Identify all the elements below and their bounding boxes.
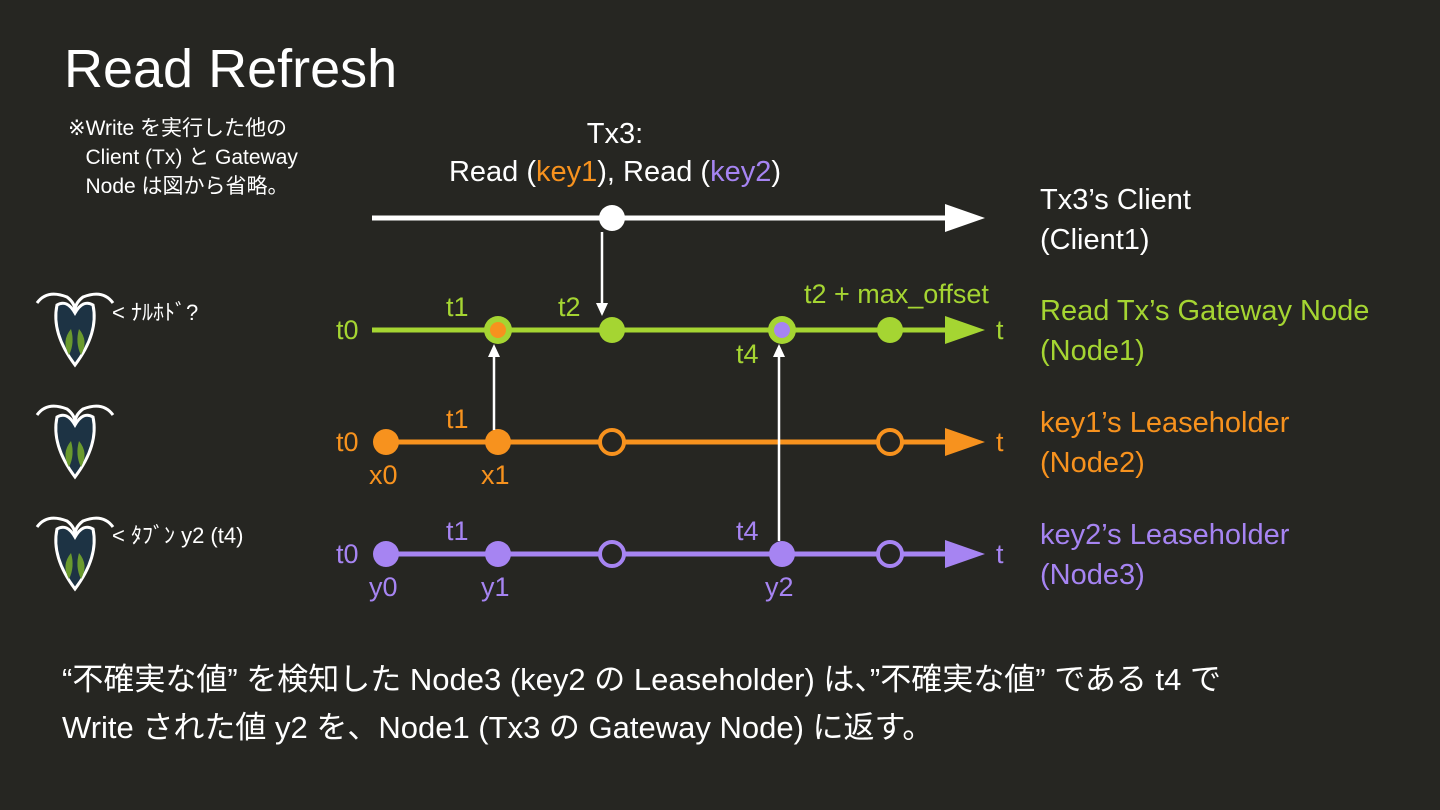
node3-start: t0 xyxy=(336,539,359,569)
node3-lane-label: key2’s Leaseholder (Node3) xyxy=(1040,515,1289,595)
node1-x1-value xyxy=(490,322,506,338)
node1-start: t0 xyxy=(336,315,359,345)
client-lane-label: Tx3’s Client (Client1) xyxy=(1040,180,1191,260)
node3-y0-point xyxy=(373,541,399,567)
node3-empty-max xyxy=(876,540,904,568)
node1-end: t xyxy=(996,315,1004,345)
node1-sub: (Node1) xyxy=(1040,335,1145,367)
explanation-line-1: “不確実な値” を検知した Node3 (key2 の Leaseholder)… xyxy=(62,662,1221,697)
cockroach-mascot-icon xyxy=(35,516,115,592)
node2-sub: (Node2) xyxy=(1040,447,1145,479)
key2-label: key2 xyxy=(710,156,772,188)
node1-y2-value xyxy=(774,322,790,338)
node1-name: Read Tx’s Gateway Node xyxy=(1040,295,1370,327)
omission-note: ※Write を実行した他の Client (Tx) と Gateway Nod… xyxy=(68,117,298,198)
node1-max-offset-label: t2 + max_offset xyxy=(804,279,989,309)
node3-y2-label: y2 xyxy=(765,572,794,602)
client-timeline xyxy=(372,204,985,232)
node1-t1-label: t1 xyxy=(446,292,469,322)
cockroach-mascot-icon xyxy=(35,404,115,480)
node2-empty-t2 xyxy=(598,428,626,456)
node3-y1-point xyxy=(485,541,511,567)
node3-timeline xyxy=(373,540,985,568)
node2-x0-point xyxy=(373,429,399,455)
node2-t1-label: t1 xyxy=(446,404,469,434)
node3-y0-label: y0 xyxy=(369,572,398,602)
node1-max-offset-point xyxy=(877,317,903,343)
node2-x0-label: x0 xyxy=(369,460,398,490)
cockroach-mascot-icon xyxy=(35,292,115,368)
client-sub: (Client1) xyxy=(1040,224,1150,256)
node3-end: t xyxy=(996,539,1004,569)
mascot-quip-node1: < ﾅﾙﾎﾄﾞ? xyxy=(112,300,199,325)
node2-x1-label: x1 xyxy=(481,460,510,490)
explanation-line-2: Write された値 y2 を、Node1 (Tx3 の Gateway Nod… xyxy=(62,710,934,745)
node2-start: t0 xyxy=(336,427,359,457)
read-suffix: ) xyxy=(771,156,782,188)
node2-lane-label: key1’s Leaseholder (Node2) xyxy=(1040,403,1289,483)
node1-timeline xyxy=(372,316,985,344)
page-title: Read Refresh xyxy=(64,39,398,99)
node1-t2-label: t2 xyxy=(558,292,581,322)
node3-name: key2’s Leaseholder xyxy=(1040,519,1290,551)
node3-t4-label: t4 xyxy=(736,516,759,546)
node3-y1-label: y1 xyxy=(481,572,510,602)
node1-lane-label: Read Tx’s Gateway Node (Node1) xyxy=(1040,291,1369,371)
mascot-quip-node3: < ﾀﾌﾞﾝ y2 (t4) xyxy=(112,523,244,548)
node1-t2-point xyxy=(599,317,625,343)
node3-y2-point xyxy=(769,541,795,567)
node2-empty-max xyxy=(876,428,904,456)
node2-x1-point xyxy=(485,429,511,455)
read-mid: ), Read ( xyxy=(597,156,711,188)
node3-sub: (Node3) xyxy=(1040,559,1145,591)
node2-timeline xyxy=(373,428,985,456)
message-arrows xyxy=(488,232,785,541)
node2-name: key1’s Leaseholder xyxy=(1040,407,1290,439)
node2-end: t xyxy=(996,427,1004,457)
client-name: Tx3’s Client xyxy=(1040,184,1191,216)
tx3-read-ops: Read (key1), Read (key2) xyxy=(380,156,850,189)
key1-label: key1 xyxy=(536,156,598,188)
node3-empty-t2 xyxy=(598,540,626,568)
tx3-label: Tx3: xyxy=(586,118,644,150)
read-prefix: Read ( xyxy=(448,156,536,188)
node3-t1-label: t1 xyxy=(446,516,469,546)
client-read-point xyxy=(599,205,625,231)
node1-t4-label: t4 xyxy=(736,339,759,369)
